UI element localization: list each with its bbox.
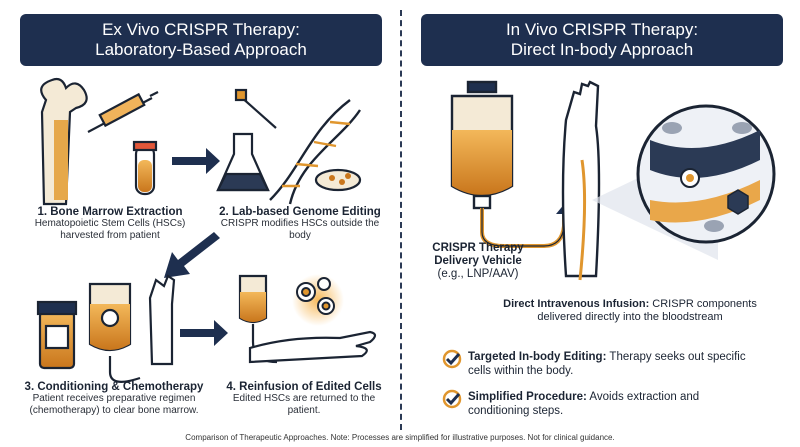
ex-vivo-banner: Ex Vivo CRISPR Therapy: Laboratory-Based…	[20, 14, 382, 66]
arm-icon-invivo	[561, 80, 601, 278]
delivery-vehicle-iv-bag	[450, 80, 566, 248]
check-icon-2	[442, 389, 462, 409]
step-4-desc-line1: Edited HSCs are returned to the	[232, 393, 376, 404]
petri-dish-icon	[314, 168, 362, 192]
section-divider	[400, 10, 402, 430]
step-4-title: 4. Reinfusion of Edited Cells	[226, 381, 382, 393]
step-2-desc-line2: body	[289, 230, 311, 241]
step-3-title: 3. Conditioning & Chemotherapy	[24, 381, 204, 393]
flask-icon	[216, 132, 270, 192]
step-3-text: 3. Conditioning & Chemotherapy Patient r…	[16, 381, 212, 417]
infusion-desc: CRISPR components	[652, 298, 757, 310]
step-3-desc-line1: Patient receives preparative regimen	[32, 393, 196, 404]
arm-icon-step4	[248, 330, 377, 364]
step-2-desc-line1: CRISPR modifies HSCs outside the	[220, 218, 380, 229]
vehicle-line3: (e.g., LNP/AAV)	[437, 268, 519, 280]
footer-note: Comparison of Therapeutic Approaches. No…	[185, 433, 615, 442]
dna-icon	[269, 99, 361, 205]
vehicle-line1: CRISPR Therapy	[432, 242, 524, 254]
bullet-2-line2: conditioning steps.	[468, 405, 564, 417]
ex-vivo-title: Ex Vivo CRISPR Therapy:	[102, 20, 300, 39]
arrow-right-2	[180, 320, 228, 346]
step-1-desc-line2: harvested from patient	[60, 230, 160, 241]
bullet-1-title: Targeted In-body Editing:	[468, 351, 607, 363]
delivery-vehicle-label: CRISPR Therapy Delivery Vehicle (e.g., L…	[418, 242, 538, 281]
step-2-text: 2. Lab-based Genome Editing CRISPR modif…	[206, 206, 394, 242]
ex-vivo-subtitle: Laboratory-Based Approach	[95, 40, 307, 59]
bullet-targeted: Targeted In-body Editing: Therapy seeks …	[468, 350, 746, 378]
step-1-text: 1. Bone Marrow Extraction Hematopoietic …	[20, 206, 200, 242]
in-vivo-subtitle: Direct In-body Approach	[510, 40, 694, 59]
bullet-2-title: Simplified Procedure:	[468, 391, 587, 403]
infusion-desc-line2: delivered directly into the bloodstream	[537, 311, 723, 323]
test-tube-icon	[132, 140, 158, 196]
infusion-title: Direct Intravenous Infusion:	[503, 298, 650, 310]
arrow-diagonal	[164, 232, 220, 278]
step-1-desc-line1: Hematopoietic Stem Cells (HSCs)	[34, 218, 186, 229]
bullet-simplified: Simplified Procedure: Avoids extraction …	[468, 390, 699, 418]
edited-cells-icon	[296, 277, 335, 315]
arrow-right-1	[172, 148, 220, 174]
bullet-1-line2: cells within the body.	[468, 365, 574, 377]
check-icon-1	[442, 349, 462, 369]
in-vivo-banner: In Vivo CRISPR Therapy: Direct In-body A…	[421, 14, 783, 66]
pipette-icon	[234, 88, 277, 129]
bullet-1-text: Therapy seeks out specific	[609, 351, 746, 363]
iv-bag-icon	[88, 282, 141, 383]
bullet-2-text: Avoids extraction and	[589, 391, 700, 403]
step-4-text: 4. Reinfusion of Edited Cells Edited HSC…	[214, 381, 394, 417]
medicine-bottle-icon	[36, 300, 78, 370]
step-2-title: 2. Lab-based Genome Editing	[219, 206, 381, 218]
syringe-icon	[87, 91, 159, 133]
bloodstream-zoom-icon	[636, 104, 776, 244]
step-3-desc-line2: (chemotherapy) to clear bone marrow.	[29, 405, 199, 416]
arm-icon-step3	[148, 274, 176, 366]
vehicle-line2: Delivery Vehicle	[434, 255, 522, 267]
in-vivo-title: In Vivo CRISPR Therapy:	[505, 20, 699, 39]
step-4-desc-line2: patient.	[287, 405, 321, 416]
step-1-title: 1. Bone Marrow Extraction	[37, 206, 183, 218]
infusion-text: Direct Intravenous Infusion: CRISPR comp…	[480, 298, 780, 324]
bone-marrow-icon	[40, 77, 88, 206]
